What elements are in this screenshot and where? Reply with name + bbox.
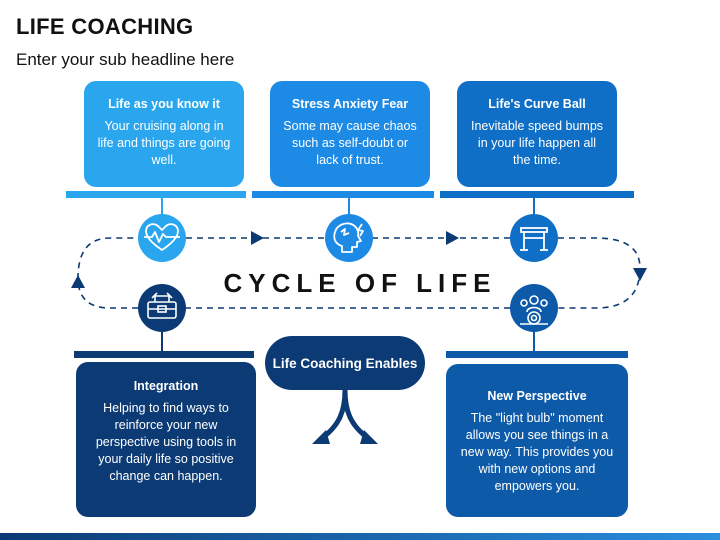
- card-heading: New Perspective: [487, 389, 587, 403]
- card-underline-bar: [446, 351, 628, 358]
- split-arrows: [319, 387, 371, 441]
- hurdle-icon: [520, 227, 548, 251]
- card-body: Inevitable speed bumps in your life happ…: [470, 119, 604, 167]
- card-heading: Life as you know it: [108, 97, 220, 111]
- card-underline-bar: [440, 191, 634, 198]
- card-integration: Integration Helping to find ways to rein…: [76, 362, 256, 517]
- arrowhead-icon: [312, 430, 330, 444]
- target-audience-icon: [520, 295, 548, 325]
- card-heading: Stress Anxiety Fear: [291, 97, 409, 111]
- card-lifes-curve-ball: Life's Curve Ball Inevitable speed bumps…: [457, 81, 617, 187]
- card-underline-bar: [66, 191, 246, 198]
- arrowhead-icon: [251, 231, 264, 245]
- bottom-accent-strip: [0, 533, 720, 540]
- card-life-as-you-know-it: Life as you know it Your cruising along …: [84, 81, 244, 187]
- step-circle: [138, 284, 186, 332]
- arrowhead-icon: [446, 231, 459, 245]
- card-body: Your cruising along in life and things a…: [97, 119, 231, 167]
- stressed-head-icon: [333, 222, 364, 253]
- heartbeat-icon: [144, 223, 180, 251]
- card-heading: Life's Curve Ball: [488, 97, 586, 111]
- card-body: Helping to find ways to reinforce your n…: [95, 401, 237, 483]
- card-body: The "light bulb" moment allows you see t…: [460, 411, 614, 493]
- card-new-perspective: New Perspective The "light bulb" moment …: [446, 364, 628, 517]
- toolbox-icon: [147, 292, 177, 319]
- card-heading: Integration: [133, 379, 199, 393]
- arrowhead-icon: [633, 268, 647, 281]
- card-body: Some may cause chaos such as self-doubt …: [283, 119, 417, 167]
- card-underline-bar: [252, 191, 434, 198]
- card-stress-anxiety-fear: Stress Anxiety Fear Some may cause chaos…: [270, 81, 430, 187]
- enabler-pill: Life Coaching Enables: [265, 336, 425, 390]
- page-title: LIFE COACHING: [16, 14, 194, 39]
- arrowhead-icon: [71, 275, 85, 288]
- step-circle: [325, 214, 373, 262]
- card-underline-bar: [74, 351, 254, 358]
- cycle-label: CYCLE OF LIFE: [223, 268, 497, 298]
- arrowhead-icon: [360, 430, 378, 444]
- page-subtitle: Enter your sub headline here: [16, 50, 235, 69]
- enabler-label: Life Coaching Enables: [272, 355, 418, 371]
